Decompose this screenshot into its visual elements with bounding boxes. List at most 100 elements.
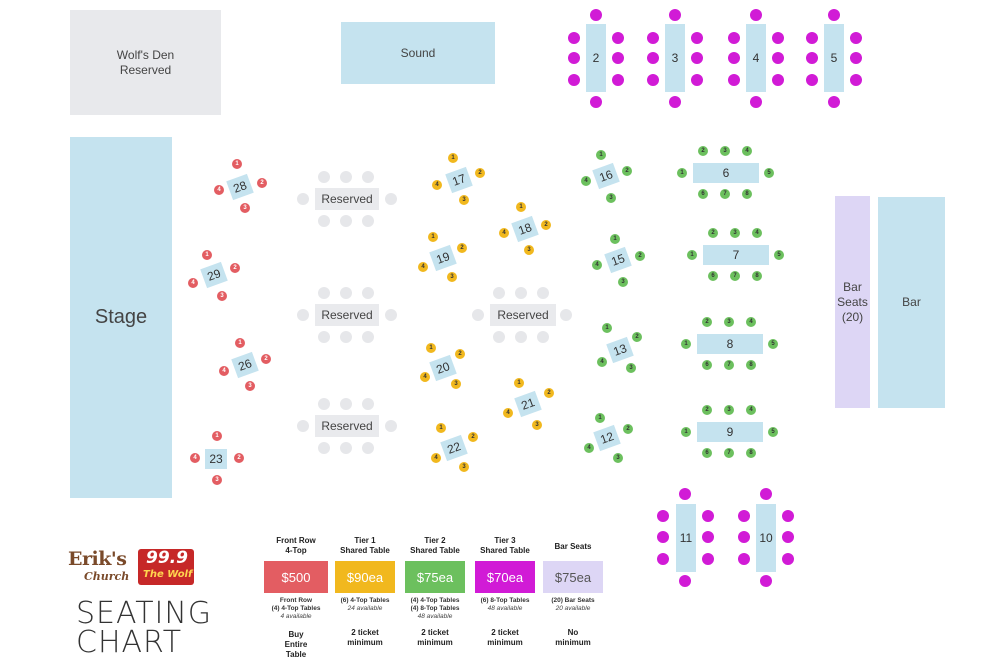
seat[interactable] bbox=[850, 32, 862, 44]
seat[interactable]: 2 bbox=[632, 332, 642, 342]
seat[interactable]: 4 bbox=[431, 453, 441, 463]
seat[interactable]: 8 bbox=[746, 360, 756, 370]
table-group-17[interactable]: 17 1 2 3 4 bbox=[430, 150, 490, 210]
seat[interactable] bbox=[782, 553, 794, 565]
table-4[interactable]: 4 bbox=[746, 24, 766, 92]
table-6[interactable]: 6 bbox=[693, 163, 759, 183]
seat[interactable]: 1 bbox=[514, 378, 524, 388]
seat[interactable] bbox=[657, 510, 669, 522]
seat[interactable] bbox=[691, 74, 703, 86]
table-16[interactable]: 16 bbox=[592, 162, 620, 190]
seat[interactable]: 5 bbox=[768, 427, 778, 437]
seat[interactable]: 3 bbox=[524, 245, 534, 255]
seat[interactable] bbox=[691, 52, 703, 64]
seat[interactable] bbox=[679, 575, 691, 587]
table-group-20[interactable]: 20 1 2 3 4 bbox=[415, 340, 475, 400]
table-26[interactable]: 26 bbox=[231, 351, 259, 379]
seat[interactable] bbox=[828, 9, 840, 21]
seat[interactable]: 4 bbox=[742, 146, 752, 156]
table-9[interactable]: 9 bbox=[697, 422, 763, 442]
seat[interactable]: 3 bbox=[459, 462, 469, 472]
seat[interactable]: 4 bbox=[581, 176, 591, 186]
seat[interactable] bbox=[647, 32, 659, 44]
seat[interactable]: 4 bbox=[584, 443, 594, 453]
seat[interactable]: 5 bbox=[768, 339, 778, 349]
seat[interactable]: 8 bbox=[746, 448, 756, 458]
seat[interactable]: 3 bbox=[459, 195, 469, 205]
seat[interactable] bbox=[568, 74, 580, 86]
seat[interactable] bbox=[590, 96, 602, 108]
seat[interactable]: 3 bbox=[724, 405, 734, 415]
table-3[interactable]: 3 bbox=[665, 24, 685, 92]
seat[interactable]: 1 bbox=[681, 339, 691, 349]
seat[interactable]: 4 bbox=[418, 262, 428, 272]
seat[interactable]: 1 bbox=[212, 431, 222, 441]
seat[interactable] bbox=[772, 32, 784, 44]
seat[interactable]: 2 bbox=[457, 243, 467, 253]
seat[interactable]: 1 bbox=[448, 153, 458, 163]
seat[interactable]: 3 bbox=[240, 203, 250, 213]
table-group-6[interactable]: 6 2 3 4 1 5 6 7 8 bbox=[673, 143, 778, 203]
seat[interactable]: 2 bbox=[261, 354, 271, 364]
table-group-4[interactable]: 4 bbox=[726, 8, 786, 108]
table-19[interactable]: 19 bbox=[429, 244, 457, 272]
seat[interactable]: 1 bbox=[426, 343, 436, 353]
seat[interactable] bbox=[850, 52, 862, 64]
seat[interactable]: 8 bbox=[752, 271, 762, 281]
seat[interactable] bbox=[702, 510, 714, 522]
table-21[interactable]: 21 bbox=[514, 390, 542, 418]
seat[interactable]: 4 bbox=[597, 357, 607, 367]
seat[interactable]: 1 bbox=[687, 250, 697, 260]
seat[interactable]: 4 bbox=[746, 317, 756, 327]
seat[interactable] bbox=[568, 32, 580, 44]
seat[interactable]: 3 bbox=[606, 193, 616, 203]
table-group-5[interactable]: 5 bbox=[804, 8, 864, 108]
seat[interactable]: 3 bbox=[245, 381, 255, 391]
table-group-3[interactable]: 3 bbox=[645, 8, 705, 108]
table-5[interactable]: 5 bbox=[824, 24, 844, 92]
seat[interactable] bbox=[568, 52, 580, 64]
table-group-7[interactable]: 7 2 3 4 1 5 6 7 8 bbox=[683, 225, 788, 285]
table-13[interactable]: 13 bbox=[606, 336, 634, 364]
table-22[interactable]: 22 bbox=[440, 434, 468, 462]
seat[interactable]: 2 bbox=[257, 178, 267, 188]
seat[interactable] bbox=[828, 96, 840, 108]
table-group-15[interactable]: 15 1 2 3 4 bbox=[588, 230, 648, 290]
seat[interactable]: 7 bbox=[724, 360, 734, 370]
seat[interactable]: 1 bbox=[595, 413, 605, 423]
table-group-16[interactable]: 16 1 2 3 4 bbox=[578, 146, 638, 206]
seat[interactable]: 2 bbox=[468, 432, 478, 442]
seat[interactable]: 3 bbox=[217, 291, 227, 301]
seat[interactable] bbox=[647, 52, 659, 64]
seat[interactable]: 6 bbox=[702, 360, 712, 370]
seat[interactable] bbox=[738, 553, 750, 565]
seat[interactable] bbox=[691, 32, 703, 44]
seat[interactable] bbox=[612, 74, 624, 86]
seat[interactable]: 4 bbox=[214, 185, 224, 195]
table-group-13[interactable]: 13 1 2 3 4 bbox=[592, 320, 652, 380]
seat[interactable] bbox=[669, 9, 681, 21]
seat[interactable]: 2 bbox=[544, 388, 554, 398]
seat[interactable]: 7 bbox=[724, 448, 734, 458]
table-group-9[interactable]: 9 2 3 4 1 5 6 7 8 bbox=[677, 402, 782, 462]
seat[interactable]: 2 bbox=[234, 453, 244, 463]
seat[interactable]: 3 bbox=[724, 317, 734, 327]
seat[interactable]: 2 bbox=[541, 220, 551, 230]
seat[interactable] bbox=[772, 52, 784, 64]
seat[interactable] bbox=[728, 74, 740, 86]
seat[interactable] bbox=[702, 531, 714, 543]
seat[interactable]: 2 bbox=[702, 405, 712, 415]
table-group-12[interactable]: 12 1 2 3 4 bbox=[584, 410, 644, 470]
table-11[interactable]: 11 bbox=[676, 504, 696, 572]
seat[interactable]: 2 bbox=[708, 228, 718, 238]
table-group-10[interactable]: 10 bbox=[736, 487, 796, 587]
seat[interactable] bbox=[669, 96, 681, 108]
seat[interactable]: 6 bbox=[702, 448, 712, 458]
seat[interactable]: 4 bbox=[420, 372, 430, 382]
seat[interactable]: 1 bbox=[677, 168, 687, 178]
seat[interactable]: 2 bbox=[230, 263, 240, 273]
table-group-29[interactable]: 29 1 2 3 4 bbox=[185, 245, 245, 305]
seat[interactable]: 3 bbox=[532, 420, 542, 430]
seat[interactable] bbox=[647, 74, 659, 86]
table-17[interactable]: 17 bbox=[445, 166, 473, 194]
